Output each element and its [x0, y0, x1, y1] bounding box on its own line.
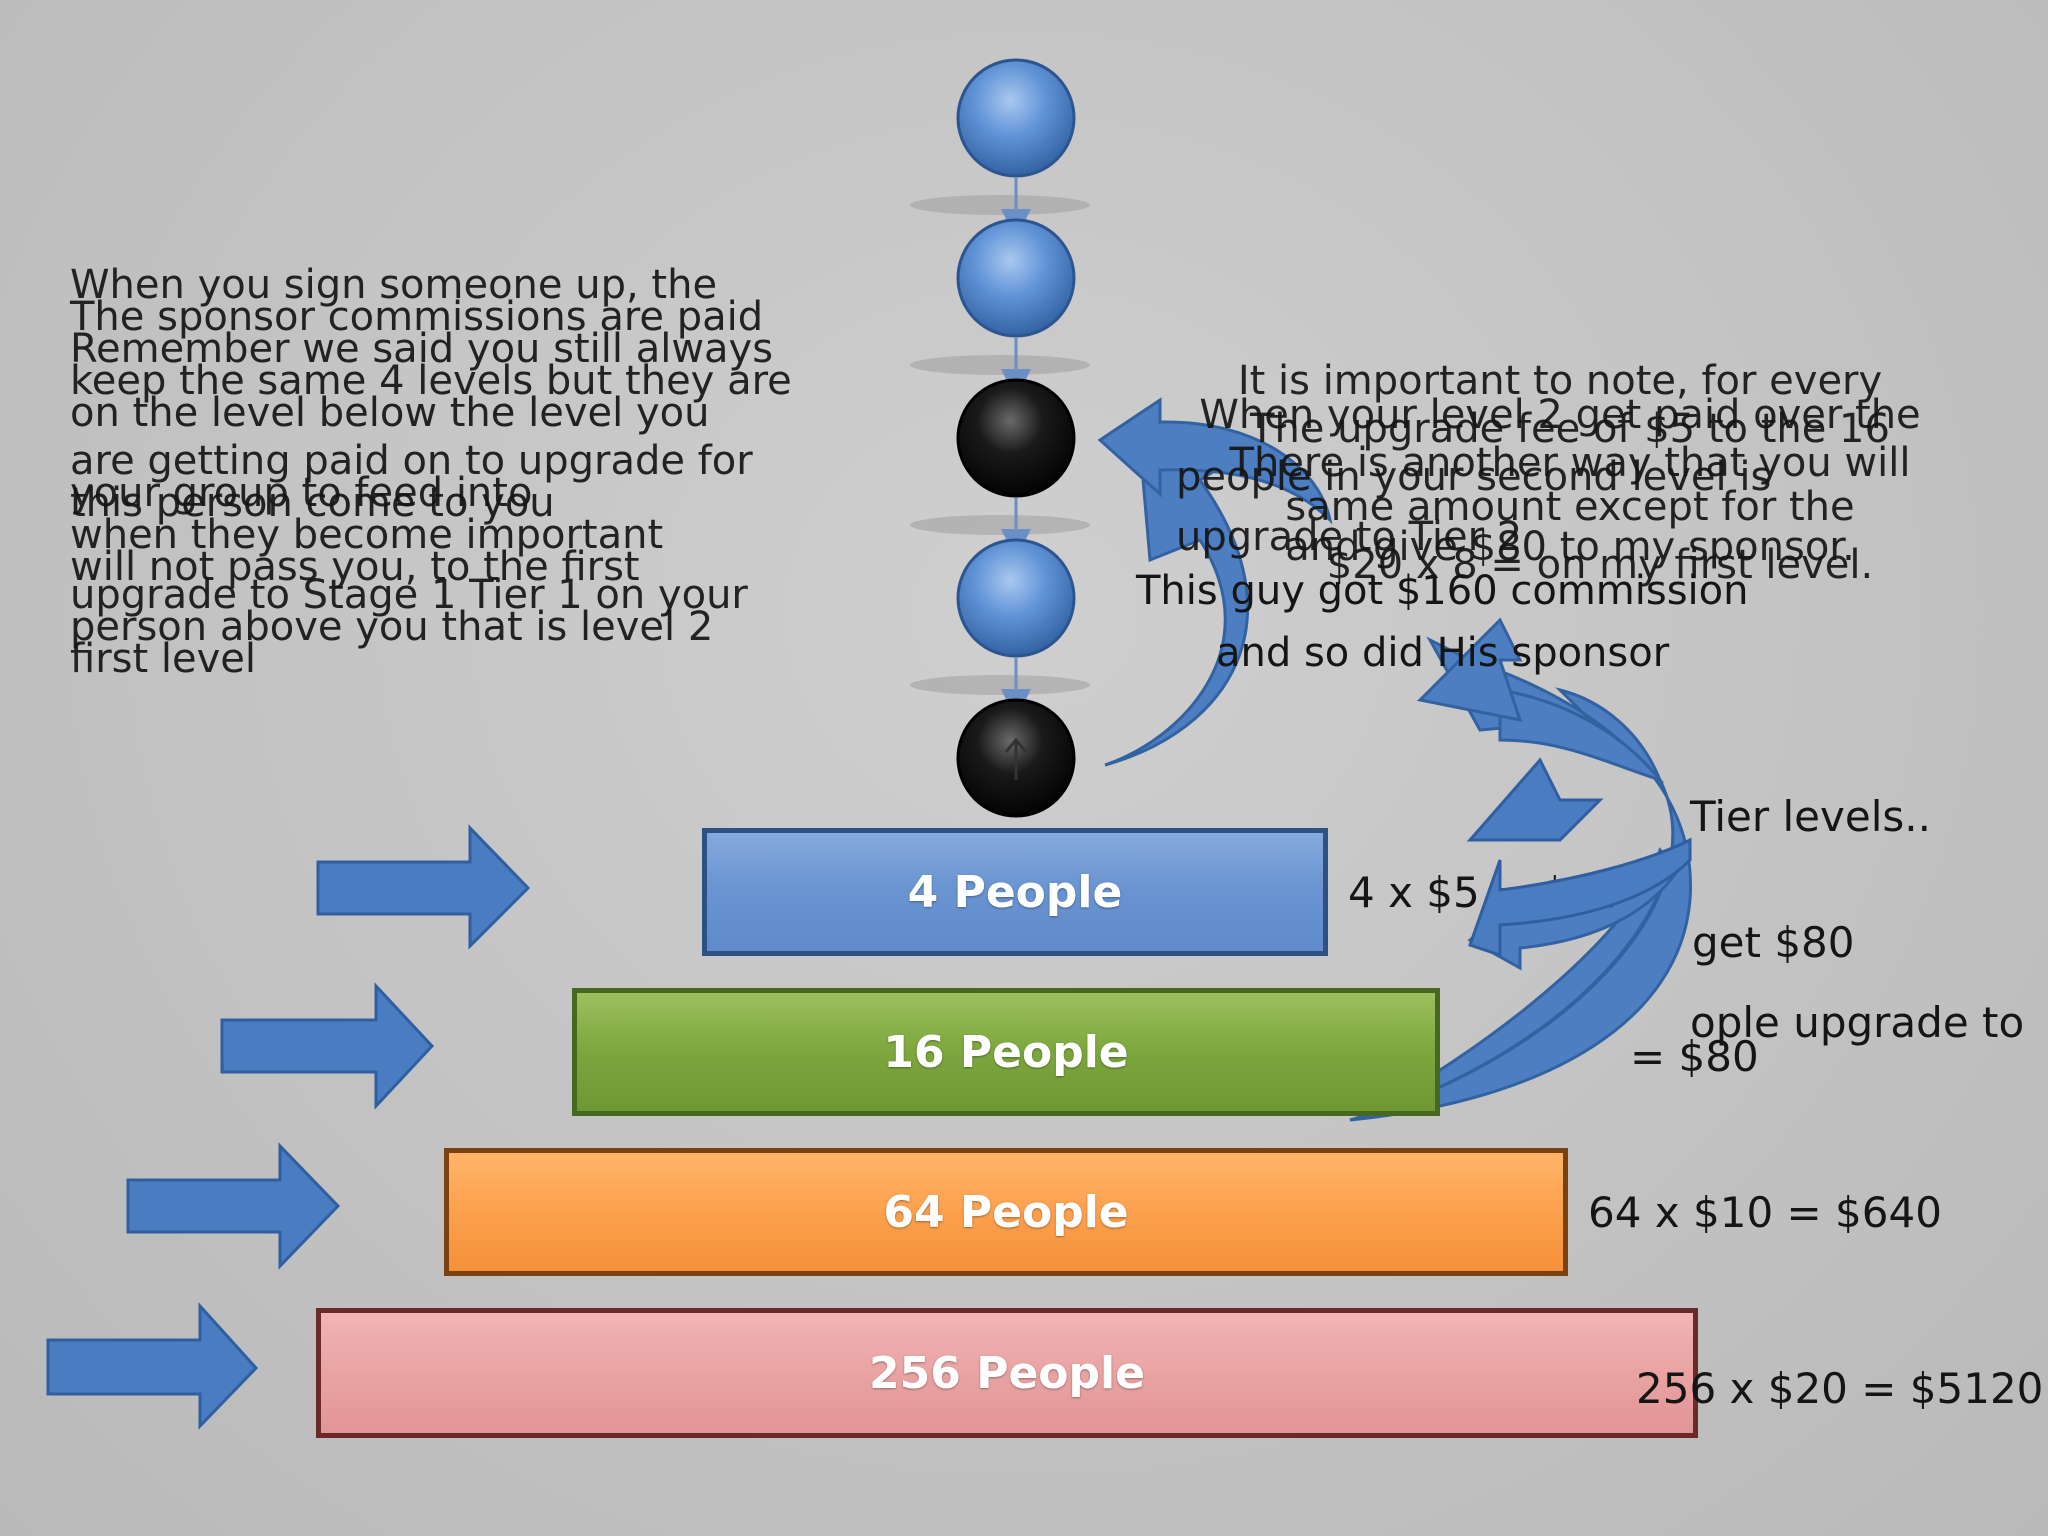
left-text-1: When you sign someone up, the	[70, 262, 718, 308]
right-arrow-icon	[46, 824, 531, 1430]
chain-circle-4	[956, 538, 1076, 658]
right-text-1: It is important to note, for every	[1237, 358, 1883, 404]
chain-circle-3	[956, 378, 1076, 498]
x80-label: = $80	[1630, 1032, 1759, 1081]
left-text-7: your group to feed into	[70, 470, 533, 516]
right-text-8: and give $80 to my sponsor.	[1285, 524, 1855, 570]
level-3-calc: 64 x $10 = $640	[1588, 1188, 1942, 1237]
left-text-5: on the level below the level you	[70, 390, 710, 436]
left-text-9: when they become important	[70, 512, 664, 558]
left-text-2: The sponsor commissions are paid	[70, 294, 764, 340]
right-text-3: The upgrade fee of $5 to the 16	[1250, 406, 1890, 452]
chain-circle-2	[956, 218, 1076, 338]
get-80-label: get $80	[1692, 918, 1855, 967]
right-text-6: same amount except for the	[1285, 484, 1855, 530]
pyramid-level-2: 16 People	[572, 988, 1440, 1116]
chain-circle-1	[956, 58, 1076, 178]
left-text-6: are getting paid on to upgrade for	[70, 438, 753, 484]
pyramid-level-4: 256 People	[316, 1308, 1698, 1438]
left-text-4: keep the same 4 levels but they are	[70, 358, 792, 404]
right-text-4: There is another way that you will	[1229, 440, 1911, 486]
right-text-11: and so did His sponsor	[1216, 630, 1670, 676]
pyramid-level-3: 64 People	[444, 1148, 1568, 1276]
level-1-calc: 4 x $5 = $20	[1348, 868, 1622, 917]
left-text-10: will not pass you, to the first	[70, 544, 640, 590]
right-text-2: When your level 2 get paid over the	[1199, 392, 1921, 438]
up-arrow-icon	[1004, 737, 1028, 780]
left-text-8: this person come to you	[70, 480, 555, 526]
upgrade-to-label: ople upgrade to	[1690, 998, 2025, 1047]
left-text-12: person above you that is level 2	[70, 604, 714, 650]
level-4-calc: 256 x $20 = $5120	[1636, 1364, 2044, 1413]
right-text-5: people in your second level is	[1176, 454, 1772, 500]
right-text-7: upgrade to Tier 2	[1176, 514, 1523, 560]
right-text-9: $20 x 8 = on my first level.	[1326, 542, 1874, 588]
right-text-10: This guy got $160 commission	[1136, 568, 1749, 614]
left-text-13: first level	[70, 636, 256, 682]
left-text-11: upgrade to Stage 1 Tier 1 on your	[70, 572, 748, 618]
tier-levels-label: Tier levels..	[1690, 792, 1931, 841]
left-text-3: Remember we said you still always	[70, 326, 774, 372]
pyramid-level-1: 4 People	[702, 828, 1328, 956]
